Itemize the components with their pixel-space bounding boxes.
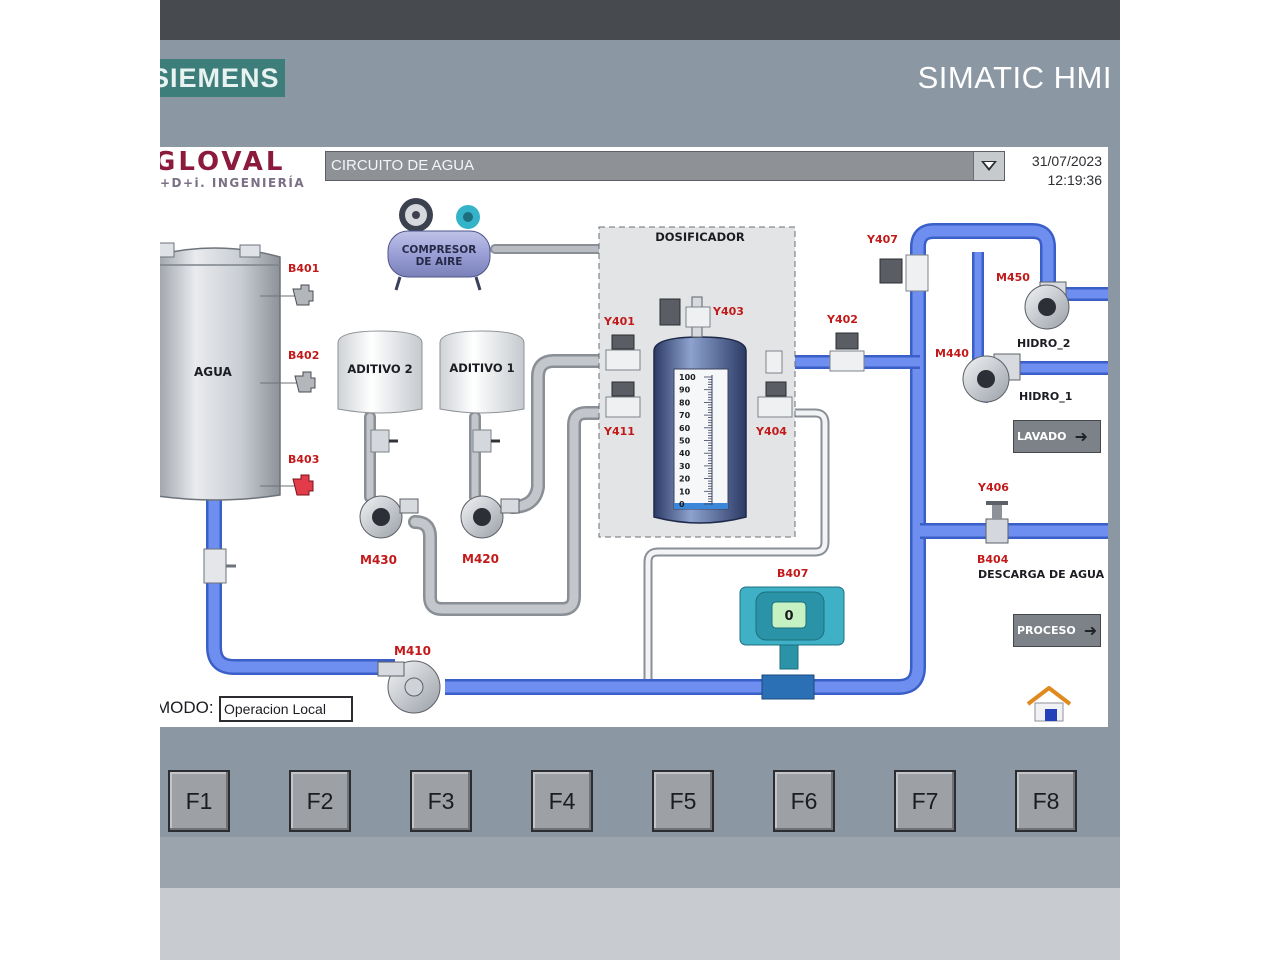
- level-sensor-b402[interactable]: [294, 371, 316, 393]
- proceso-button-label: PROCESO: [1017, 624, 1076, 637]
- fkey-f8[interactable]: F8: [1015, 770, 1077, 832]
- scale-label: 40: [679, 449, 691, 458]
- pump-hidro2-label: HIDRO_2: [1017, 337, 1071, 350]
- level-sensor-b403[interactable]: [292, 474, 314, 496]
- home-icon: [1026, 686, 1072, 722]
- valve-y403[interactable]: [659, 298, 711, 328]
- level-sensor-b401[interactable]: [292, 284, 314, 306]
- mode-field[interactable]: Operacion Local: [219, 696, 353, 722]
- screen-selector-value: CIRCUITO DE AGUA: [331, 157, 475, 174]
- sensor-b401-label: B401: [288, 262, 320, 275]
- scale-label: 0: [679, 500, 685, 509]
- fkey-f1[interactable]: F1: [168, 770, 230, 832]
- valve-y406[interactable]: [985, 501, 1009, 544]
- additive-2-label: ADITIVO 2: [347, 362, 412, 376]
- valve-y411-label: Y411: [604, 425, 635, 438]
- valve-y401[interactable]: [605, 334, 641, 371]
- bezel-right: [1108, 147, 1120, 727]
- chevron-down-icon[interactable]: [973, 152, 1004, 180]
- fkey-f4[interactable]: F4: [531, 770, 593, 832]
- additive-tank-1[interactable]: ADITIVO 1: [439, 330, 525, 453]
- fkey-f7[interactable]: F7: [894, 770, 956, 832]
- inline-valve: [765, 350, 783, 374]
- compressor-label-1: COMPRESOR: [402, 244, 477, 256]
- fkey-f3[interactable]: F3: [410, 770, 472, 832]
- transmitter-b407-label: B407: [777, 567, 809, 580]
- scale-label: 50: [679, 437, 691, 446]
- sensor-b404-label: B404: [977, 553, 1009, 566]
- home-button[interactable]: [1025, 685, 1073, 723]
- proceso-button[interactable]: PROCESO ➜: [1013, 614, 1101, 647]
- pump-m450[interactable]: [1024, 281, 1070, 330]
- sensor-b402-label: B402: [288, 349, 320, 362]
- datetime-display: 31/07/2023 12:19:36: [1032, 152, 1102, 190]
- transmitter-b407[interactable]: 0: [739, 586, 845, 700]
- water-tank: [160, 242, 298, 584]
- pump-m430-label: M430: [360, 553, 397, 567]
- scale-label: 100: [679, 373, 696, 382]
- model-name: SIMATIC HMI: [917, 60, 1112, 95]
- process-diagram: COMPRESOR DE AIRE ADITIVO 2 ADITIVO 1: [160, 198, 1108, 714]
- valve-y411[interactable]: [605, 381, 641, 418]
- valve-y404[interactable]: [757, 381, 793, 418]
- pump-m440-label: M440: [935, 347, 969, 360]
- scale-label: 10: [679, 487, 691, 496]
- arrow-right-icon: ➜: [1074, 426, 1088, 446]
- valve-y401-label: Y401: [604, 315, 635, 328]
- pump-m410-label: M410: [394, 644, 431, 658]
- valve-y407[interactable]: [879, 254, 929, 292]
- discharge-label: DESCARGA DE AGUA: [978, 568, 1105, 581]
- fkey-f5[interactable]: F5: [652, 770, 714, 832]
- pump-m420[interactable]: [460, 495, 520, 539]
- valve-y402-label: Y402: [827, 313, 858, 326]
- logo-subtitle: I+D+i. INGENIERÍA: [160, 176, 306, 190]
- date-text: 31/07/2023: [1031, 153, 1102, 169]
- siemens-logo: SIEMENS: [160, 59, 285, 97]
- additive-1-label: ADITIVO 1: [449, 361, 514, 375]
- pump-m410[interactable]: [377, 660, 441, 714]
- dosing-scale-ticks: [704, 376, 712, 505]
- valve-y403-label: Y403: [713, 305, 744, 318]
- scale-label: 80: [679, 398, 691, 407]
- lavado-button-label: LAVADO: [1017, 430, 1067, 443]
- device-header: [160, 40, 1120, 147]
- pump-m440[interactable]: [962, 353, 1021, 403]
- pump-m430[interactable]: [359, 495, 419, 539]
- fkey-f6[interactable]: F6: [773, 770, 835, 832]
- valve-y404-label: Y404: [756, 425, 787, 438]
- lavado-button[interactable]: LAVADO ➜: [1013, 420, 1101, 453]
- scale-label: 20: [679, 475, 691, 484]
- time-text: 12:19:36: [1047, 172, 1103, 188]
- mode-label: MODO:: [160, 698, 214, 717]
- pump-m450-label: M450: [996, 271, 1030, 284]
- sensor-b403-label: B403: [288, 453, 320, 466]
- tank-label: AGUA: [194, 365, 232, 379]
- valve-y407-label: Y407: [867, 233, 898, 246]
- screen-selector-dropdown[interactable]: CIRCUITO DE AGUA: [325, 151, 1005, 181]
- fkey-f2[interactable]: F2: [289, 770, 351, 832]
- pump-hidro1-label: HIDRO_1: [1019, 390, 1073, 403]
- logo-name: GLOVAL: [160, 149, 286, 177]
- air-compressor[interactable]: COMPRESOR DE AIRE: [387, 198, 491, 291]
- scale-label: 60: [679, 424, 691, 433]
- valve-y406-label: Y406: [978, 481, 1009, 494]
- valve-y402[interactable]: [829, 332, 865, 372]
- arrow-right-icon: ➜: [1083, 620, 1098, 640]
- scale-label: 30: [679, 462, 691, 471]
- additive-tank-2[interactable]: ADITIVO 2: [337, 330, 423, 453]
- pump-m420-label: M420: [462, 552, 499, 566]
- hmi-screen: GLOVAL I+D+i. INGENIERÍA CIRCUITO DE AGU…: [160, 147, 1108, 727]
- hmi-device: SIEMENS SIMATIC HMI GLOVAL I+D+i. INGENI…: [160, 0, 1120, 960]
- scale-label: 90: [679, 386, 691, 395]
- company-logo: GLOVAL I+D+i. INGENIERÍA: [160, 149, 314, 197]
- scale-label: 70: [679, 411, 691, 420]
- compressor-label-2: DE AIRE: [416, 256, 463, 268]
- device-bottom-bezel: [160, 837, 1120, 888]
- dosificador-label: DOSIFICADOR: [655, 230, 745, 244]
- transmitter-value: 0: [784, 609, 793, 624]
- device-top-bezel: [160, 0, 1120, 40]
- device-base: [160, 888, 1120, 960]
